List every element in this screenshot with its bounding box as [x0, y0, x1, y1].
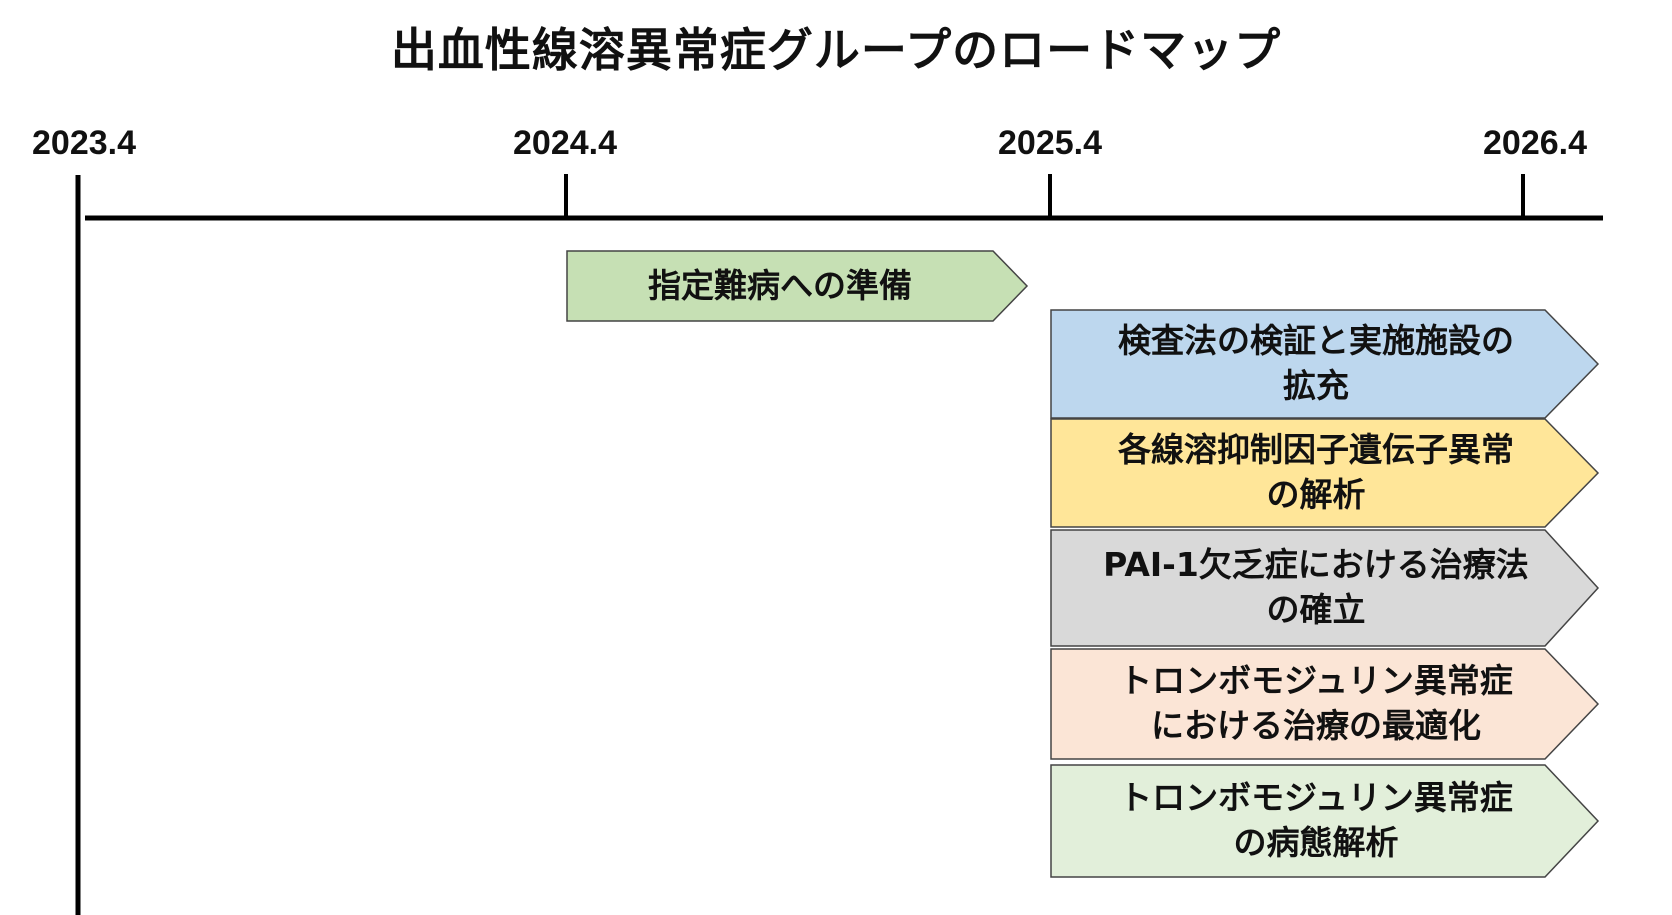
tick-label-2023-4: 2023.4 [32, 124, 136, 162]
task-arrow-designated-disease [566, 250, 1029, 322]
task-label-test-validation: 検査法の検証と実施施設の 拡充 [1118, 321, 1514, 405]
task-label-tm-pathology: トロンボモジュリン異常症 の病態解析 [1119, 778, 1513, 862]
task-arrow-gene-analysis [1050, 418, 1600, 528]
tick-label-2025-4: 2025.4 [998, 124, 1102, 162]
tick-label-2026-4: 2026.4 [1483, 124, 1587, 162]
task-arrow-tm-pathology [1050, 764, 1600, 878]
task-label-gene-analysis: 各線溶抑制因子遺伝子異常 の解析 [1118, 430, 1514, 514]
page-title: 出血性線溶異常症グループのロードマップ [390, 23, 1282, 77]
task-arrow-test-validation [1050, 309, 1600, 419]
tick-label-2024-4: 2024.4 [513, 124, 617, 162]
task-label-pai1-treatment: PAI-1欠乏症における治療法 の確立 [1103, 545, 1529, 629]
task-label-designated-disease: 指定難病への準備 [648, 265, 912, 305]
task-arrow-pai1-treatment [1050, 529, 1600, 647]
task-arrow-tm-treatment [1050, 648, 1600, 760]
task-label-tm-treatment: トロンボモジュリン異常症 における治療の最適化 [1119, 661, 1513, 745]
